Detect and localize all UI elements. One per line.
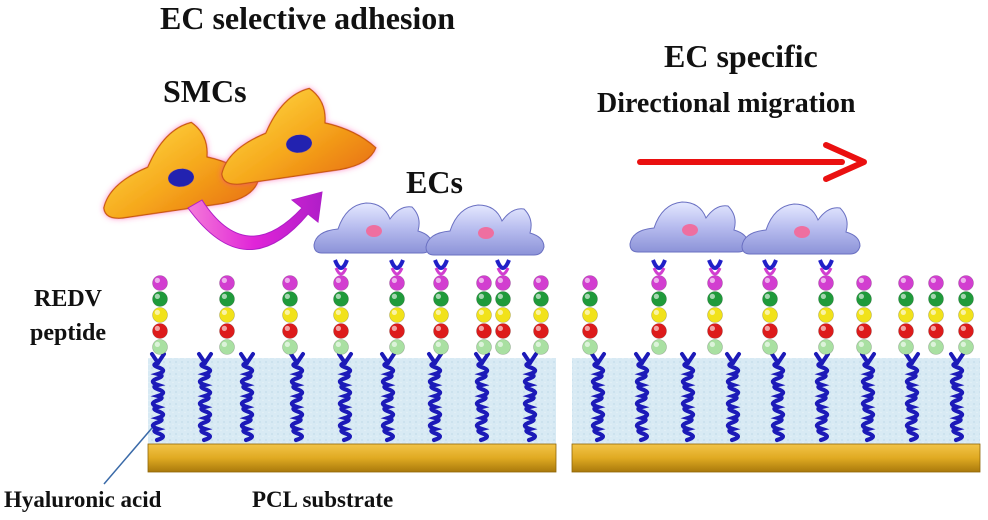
hyaluronic-acid-chain-icon: [860, 352, 876, 443]
hyaluronic-acid-chain-icon: [634, 352, 650, 443]
hyaluronic-acid-chain-icon: [904, 352, 920, 443]
ec-cell-icon: [741, 203, 861, 255]
redv-peptide-icon: [333, 275, 349, 355]
hyaluronic-acid-chain-icon: [197, 352, 213, 443]
label-redv: REDV: [34, 286, 103, 312]
hyaluronic-acid-chain-icon: [949, 352, 965, 443]
integrin-receptor-icon: [389, 259, 405, 276]
redv-peptide-icon: [958, 275, 974, 355]
redv-peptide-icon: [707, 275, 723, 355]
redv-peptide-icon: [582, 275, 598, 355]
redv-peptide-icon: [152, 275, 168, 355]
curved-arrow-icon: [187, 191, 323, 250]
redv-peptide-icon: [762, 275, 778, 355]
integrin-receptor-icon: [495, 259, 511, 276]
label-peptide: peptide: [30, 320, 107, 346]
smc-cell-icon: [103, 121, 259, 219]
integrin-receptor-icon: [707, 259, 723, 276]
migration-arrow-icon: [637, 142, 867, 182]
redv-peptide-icon: [282, 275, 298, 355]
subtitle-directional-migration: Directional migration: [597, 88, 856, 119]
label-smcs: SMCs: [163, 73, 247, 109]
redv-peptide-icon: [898, 275, 914, 355]
title-ec-selective-adhesion: EC selective adhesion: [160, 0, 456, 36]
redv-peptide-icon: [651, 275, 667, 355]
smc-nucleus: [286, 134, 312, 153]
redv-peptide-icon: [433, 275, 449, 355]
ec-cell-icon: [313, 202, 433, 254]
hyaluronic-acid-chain-icon: [239, 352, 255, 443]
ec-nucleus: [794, 226, 810, 238]
integrin-receptor-icon: [333, 259, 349, 276]
integrin-receptor-icon: [818, 259, 834, 276]
redv-peptide-icon: [818, 275, 834, 355]
label-hyaluronic-acid: Hyaluronic acid: [4, 487, 162, 512]
hyaluronic-acid-chain-icon: [770, 352, 786, 443]
redv-peptide-icon: [856, 275, 872, 355]
redv-peptide-icon: [928, 275, 944, 355]
ec-cell-icon: [425, 204, 545, 256]
ec-cell-icon: [629, 201, 749, 253]
hyaluronic-acid-chain-icon: [725, 352, 741, 443]
title-ec-specific: EC specific: [664, 38, 818, 74]
label-ecs: ECs: [406, 164, 463, 200]
hyaluronic-acid-chain-icon: [289, 352, 305, 443]
label-pcl-substrate: PCL substrate: [252, 487, 394, 512]
redv-peptide-icon: [476, 275, 492, 355]
redv-peptide-icon: [495, 275, 511, 355]
hyaluronic-acid-chain-icon: [427, 352, 443, 443]
pcl-substrate-layer: [147, 443, 557, 473]
hyaluronic-acid-chain-icon: [380, 352, 396, 443]
ec-nucleus: [366, 225, 382, 237]
ec-nucleus: [682, 224, 698, 236]
hyaluronic-acid-chain-icon: [522, 352, 538, 443]
integrin-receptor-icon: [762, 259, 778, 276]
redv-peptide-icon: [389, 275, 405, 355]
ec-nucleus: [478, 227, 494, 239]
hyaluronic-acid-chain-icon: [680, 352, 696, 443]
integrin-receptor-icon: [433, 259, 449, 276]
hyaluronic-acid-chain-icon: [337, 352, 353, 443]
redv-peptide-icon: [219, 275, 235, 355]
pcl-substrate-layer: [571, 443, 981, 473]
hyaluronic-acid-chain-icon: [590, 352, 606, 443]
smc-cell-icon: [221, 87, 377, 185]
redv-peptide-icon: [533, 275, 549, 355]
integrin-receptor-icon: [651, 259, 667, 276]
hyaluronic-acid-chain-icon: [474, 352, 490, 443]
hyaluronic-acid-chain-icon: [150, 352, 166, 443]
hyaluronic-acid-leader-line: [103, 427, 153, 485]
hyaluronic-acid-chain-icon: [814, 352, 830, 443]
smc-nucleus: [168, 168, 194, 187]
